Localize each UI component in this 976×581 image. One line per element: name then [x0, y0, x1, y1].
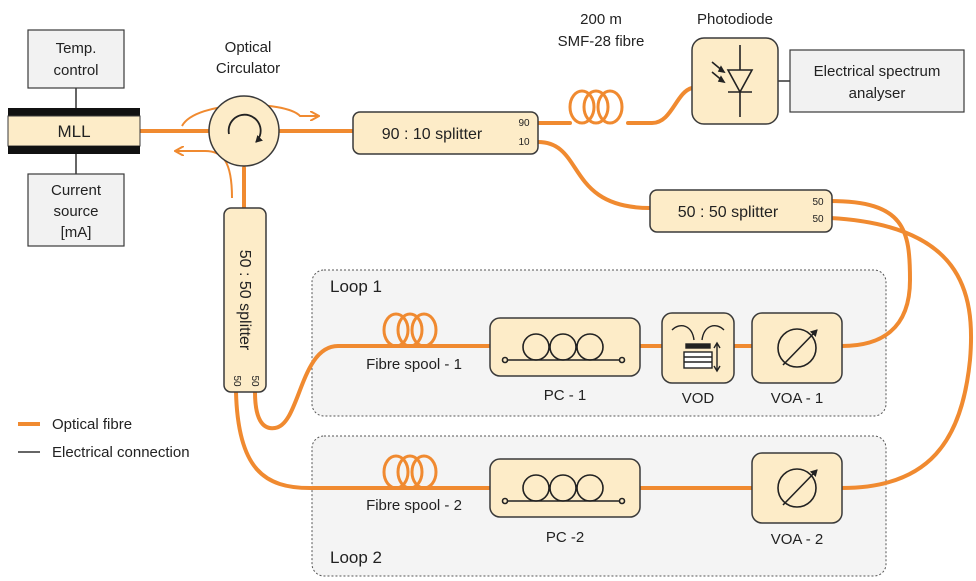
fibre-200m-label-1: 200 m: [580, 11, 622, 28]
fibre-port50a-loop1: [828, 199, 913, 348]
voa-2-box: [751, 452, 843, 524]
fibre-coil-photodiode: [626, 86, 694, 125]
loop2-title: Loop 2: [330, 548, 382, 567]
variable-attenuator-icon: [777, 468, 818, 508]
legend-electrical-label: Electrical connection: [52, 444, 190, 461]
port-50a-label: 50: [812, 197, 824, 208]
esa-label-1: Electrical spectrum: [814, 63, 941, 80]
polarization-controller-icon: [501, 333, 626, 364]
splitter-50-50-vertical: [223, 207, 267, 393]
voa-1-box: [751, 312, 843, 384]
circulator-label-2: Circulator: [216, 60, 280, 77]
mll-top-bar: [8, 108, 140, 116]
variable-attenuator-icon: [777, 328, 818, 368]
mll-bottom-bar: [8, 146, 140, 154]
port-10-label: 10: [518, 137, 530, 148]
current-source-box: [27, 173, 125, 247]
legend-optical-label: Optical fibre: [52, 416, 132, 433]
port-50c-label: 50: [249, 375, 260, 387]
splitter-50-50-vertical-label: 50 : 50 splitter: [236, 250, 253, 351]
fibre-port50b-loop2: [828, 216, 974, 490]
pc-1-label: PC - 1: [544, 387, 587, 404]
circulator-rotation-icon: [227, 113, 264, 143]
temp-control-box: [27, 29, 125, 89]
pc-2-box: [489, 458, 641, 518]
voa-1-label: VOA - 1: [771, 390, 824, 407]
splitter-50-50-right: [649, 189, 833, 233]
fibre-spool-2-icon: [382, 454, 438, 490]
splitter-90-10: [352, 111, 539, 155]
mll-label: MLL: [57, 122, 90, 141]
vod-label: VOD: [682, 390, 715, 407]
current-source-label-3: [mA]: [61, 224, 92, 241]
mll-body: [7, 115, 141, 147]
fibre-loop2-spool-splitter: [234, 390, 470, 490]
port-50d-label: 50: [231, 375, 242, 387]
pc-1-box: [489, 317, 641, 377]
splitter-90-10-label: 90 : 10 splitter: [382, 126, 483, 143]
port-90-label: 90: [518, 118, 530, 129]
esa-box: [789, 49, 965, 113]
fibre-200m-label-2: SMF-28 fibre: [558, 33, 645, 50]
splitter-50-50-right-label: 50 : 50 splitter: [678, 204, 779, 221]
loop1-title: Loop 1: [330, 277, 382, 296]
port-50b-label: 50: [812, 214, 824, 225]
circulator-label-1: Optical: [225, 39, 272, 56]
photodiode-label: Photodiode: [697, 11, 773, 28]
pc-2-label: PC -2: [546, 529, 584, 546]
electrical-connections: [75, 80, 790, 174]
fibre-port10-splitter50: [536, 140, 652, 210]
optical-circulator: [208, 95, 280, 167]
voa-2-label: VOA - 2: [771, 531, 824, 548]
esa-label-2: analyser: [849, 85, 906, 102]
temp-control-label-2: control: [53, 62, 98, 79]
current-source-label-2: source: [53, 203, 98, 220]
photodiode-icon: [711, 45, 754, 117]
polarization-controller-icon: [501, 474, 626, 505]
fibre-loop1-spool-splitter: [253, 344, 470, 431]
current-source-label-1: Current: [51, 182, 102, 199]
variable-optical-delay-icon: [671, 324, 725, 373]
temp-control-label-1: Temp.: [56, 40, 97, 57]
fibre-spool-2-label: Fibre spool - 2: [366, 497, 462, 514]
optical-fibres: [138, 86, 974, 490]
fibre-coil-icon: [568, 89, 624, 125]
fibre-spool-1-label: Fibre spool - 1: [366, 356, 462, 373]
fibre-spool-1-icon: [382, 312, 438, 348]
